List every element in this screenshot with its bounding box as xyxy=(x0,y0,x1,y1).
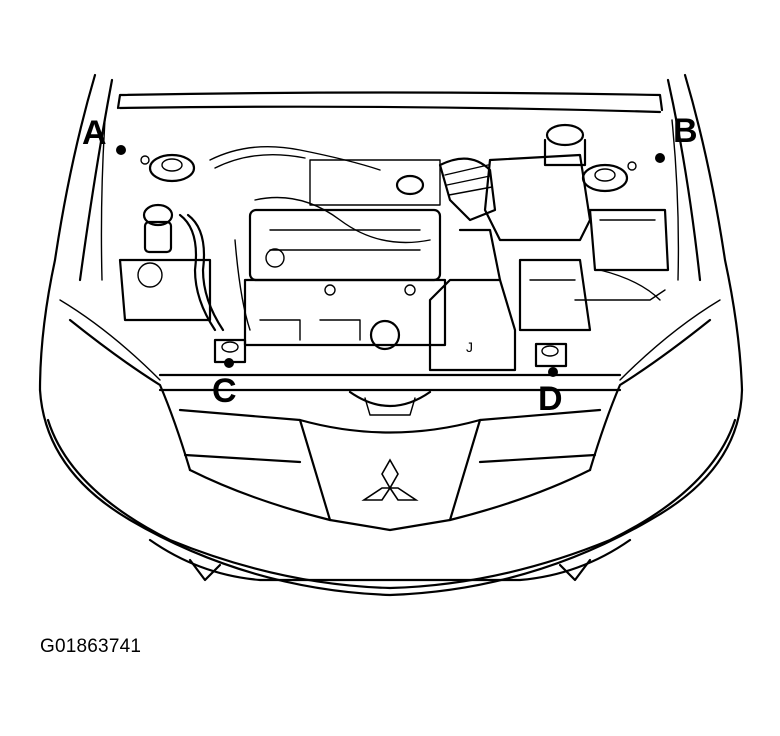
engine-block xyxy=(234,159,447,351)
figure-id: G01863741 xyxy=(40,636,142,657)
right-bay-components xyxy=(483,123,670,332)
right-strut-tower xyxy=(581,161,637,193)
air-intake xyxy=(428,157,517,372)
callout-c-label: C xyxy=(212,372,237,410)
front-bumper xyxy=(38,299,744,597)
callout-c-dot xyxy=(224,358,234,368)
left-strut-tower xyxy=(140,153,196,183)
left-bay-components xyxy=(118,146,381,332)
callout-a-label: A xyxy=(82,114,107,152)
callout-b-dot xyxy=(655,153,665,163)
grille xyxy=(178,408,602,532)
radiator-support xyxy=(158,373,622,416)
callout-b-label: B xyxy=(673,112,698,150)
mount-boss-d xyxy=(534,342,568,368)
callout-d-dot xyxy=(548,367,558,377)
mitsubishi-three-diamond-logo xyxy=(361,458,419,501)
part-marker-j: J xyxy=(466,339,473,355)
mount-boss-c xyxy=(213,338,247,364)
callout-a-dot xyxy=(116,145,126,155)
callout-d-label: D xyxy=(538,380,563,418)
hood-and-fenders xyxy=(38,73,744,392)
